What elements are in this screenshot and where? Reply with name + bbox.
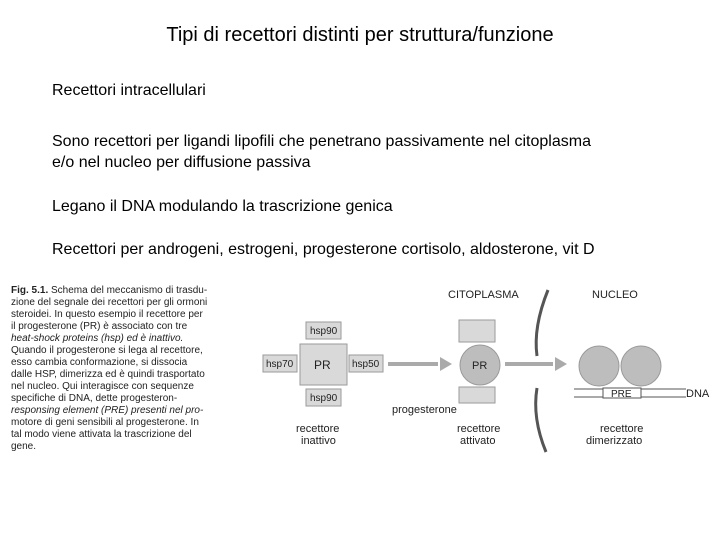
hsp90-bottom-box bbox=[305, 388, 342, 407]
arrow-icon bbox=[440, 357, 452, 371]
caption-line: specifiche di DNA, dette progesteron- bbox=[11, 393, 178, 404]
pr-active-label: PR bbox=[472, 360, 487, 372]
label-dimer-line1: recettore bbox=[600, 423, 643, 435]
label-active-line2: attivato bbox=[460, 435, 495, 447]
caption-line: tal modo viene attivata la trascrizione … bbox=[11, 429, 192, 440]
nucleo-label: NUCLEO bbox=[592, 289, 638, 301]
caption-line: steroidei. In questo esempio il recettor… bbox=[11, 309, 203, 320]
caption-line: heat-shock proteins (hsp) ed è inattivo. bbox=[11, 333, 184, 344]
hsp50-label: hsp50 bbox=[352, 359, 380, 370]
progesterone-label: progesterone bbox=[392, 404, 457, 416]
paragraph-line: Legano il DNA modulando la trascrizione … bbox=[52, 198, 393, 215]
hsp70-label: hsp70 bbox=[266, 359, 294, 370]
hsp70-box bbox=[262, 354, 298, 373]
caption-line: esso cambia conformazione, si dissocia bbox=[11, 357, 188, 368]
nuclear-membrane-upper bbox=[534, 289, 550, 357]
pre-box bbox=[602, 387, 642, 399]
dna-label: DNA bbox=[686, 388, 710, 400]
pr-inactive-label: PR bbox=[314, 358, 331, 372]
hsp50-box bbox=[348, 354, 384, 373]
label-active-line1: recettore bbox=[457, 423, 500, 435]
caption-line: Schema del meccanismo di trasdu- bbox=[48, 285, 208, 296]
hsp90-top-label: hsp90 bbox=[310, 326, 338, 337]
label-inactive-line2: inattivo bbox=[301, 435, 336, 447]
caption-fig-label: Fig. 5.1. bbox=[11, 285, 49, 296]
dimer-circle-left bbox=[578, 345, 620, 387]
paragraph-line: e/o nel nucleo per diffusione passiva bbox=[52, 154, 311, 171]
hsp90-bottom-label: hsp90 bbox=[310, 393, 338, 404]
section-heading: Recettori intracellulari bbox=[52, 82, 206, 99]
hsp90-top-box bbox=[305, 321, 342, 340]
caption-line: Quando il progesterone si lega al recett… bbox=[11, 345, 203, 356]
caption-line: nel nucleo. Qui interagisce con sequenze bbox=[11, 381, 194, 392]
released-hsp-block-top bbox=[458, 319, 496, 343]
citoplasma-label: CITOPLASMA bbox=[448, 289, 519, 301]
caption-line: responsing element (PRE) presenti nel pr… bbox=[11, 405, 204, 416]
nuclear-membrane-lower bbox=[534, 387, 548, 453]
caption-line: il progesterone (PR) è associato con tre bbox=[11, 321, 188, 332]
paragraph-line: Sono recettori per ligandi lipofili che … bbox=[52, 133, 591, 150]
label-dimer-line2: dimerizzato bbox=[586, 435, 642, 447]
dimer-circle-right bbox=[620, 345, 662, 387]
pr-active-circle bbox=[459, 344, 501, 386]
receptor-mechanism-diagram: CITOPLASMA NUCLEO hsp90 hsp70 PR hsp50 h… bbox=[262, 289, 710, 453]
label-inactive-line1: recettore bbox=[296, 423, 339, 435]
caption-line: zione del segnale dei recettori per gli … bbox=[11, 297, 208, 308]
pre-label: PRE bbox=[611, 389, 632, 400]
pr-inactive-box bbox=[299, 343, 348, 386]
figure-caption: Fig. 5.1. Schema del meccanismo di trasd… bbox=[11, 285, 251, 453]
caption-line: dalle HSP, dimerizza ed è quindi traspor… bbox=[11, 369, 205, 380]
caption-line: gene. bbox=[11, 441, 37, 452]
paragraph-line: Recettori per androgeni, estrogeni, prog… bbox=[52, 241, 595, 258]
slide-title: Tipi di recettori distinti per struttura… bbox=[166, 24, 554, 46]
arrow-icon bbox=[555, 357, 567, 371]
released-hsp-block-bottom bbox=[458, 386, 496, 404]
caption-line: motore di geni sensibili al progesterone… bbox=[11, 417, 199, 428]
